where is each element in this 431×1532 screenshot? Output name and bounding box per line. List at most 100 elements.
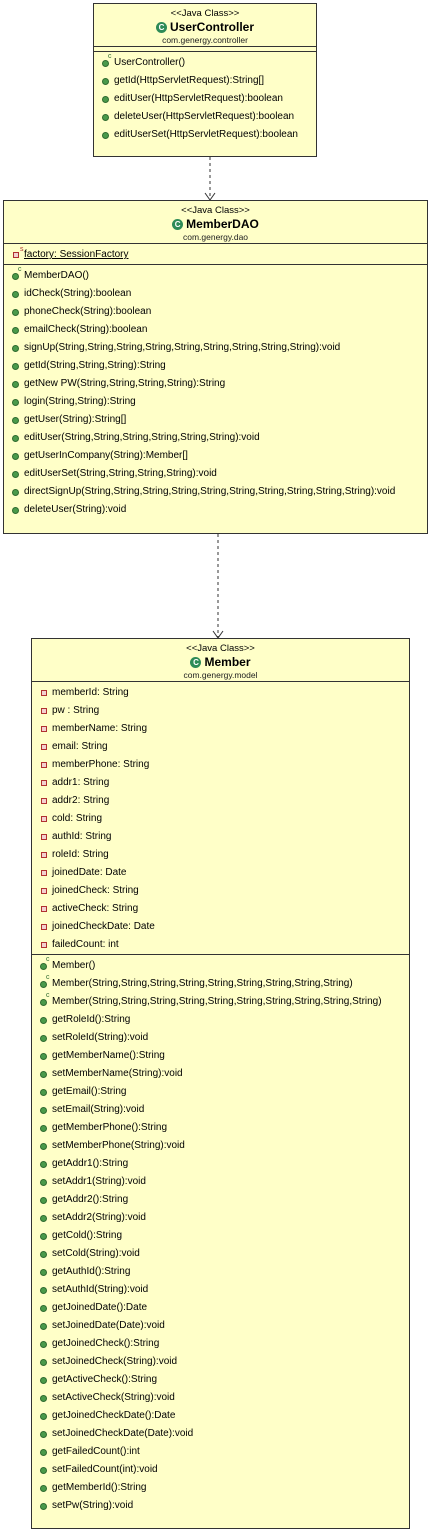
class-icon: C [172,218,184,230]
field-row[interactable]: memberPhone: String [32,756,409,774]
method-row[interactable]: getMemberPhone():String [32,1119,409,1137]
method-row[interactable]: deleteUser(String):void [4,501,427,519]
field-row[interactable]: joinedCheck: String [32,882,409,900]
public-method-icon [12,417,19,424]
method-text: getJoinedCheckDate():Date [52,1410,176,1421]
method-row[interactable]: directSignUp(String,String,String,String… [4,483,427,501]
method-row[interactable]: getId(HttpServletRequest):String[] [94,72,316,90]
field-row[interactable]: joinedCheckDate: Date [32,918,409,936]
method-row[interactable]: getAddr1():String [32,1155,409,1173]
public-method-icon [12,363,19,370]
method-row[interactable]: signUp(String,String,String,String,Strin… [4,339,427,357]
field-row[interactable]: cold: String [32,810,409,828]
method-row[interactable]: getCold():String [32,1227,409,1245]
method-row[interactable]: MemberDAO() [4,266,427,285]
field-row[interactable]: factory: SessionFactory [4,246,427,264]
field-row[interactable]: failedCount: int [32,936,409,954]
private-field-icon [41,870,47,876]
method-row[interactable]: getMemberId():String [32,1479,409,1497]
method-text: getActiveCheck():String [52,1374,158,1385]
method-row[interactable]: getMemberName():String [32,1047,409,1065]
method-row[interactable]: setMemberPhone(String):void [32,1137,409,1155]
method-text: getMemberId():String [52,1482,147,1493]
method-row[interactable]: editUserSet(HttpServletRequest):boolean [94,126,316,144]
field-row[interactable]: joinedDate: Date [32,864,409,882]
class-name-text: MemberDAO [186,217,259,231]
method-text: setAddr1(String):void [52,1176,146,1187]
method-row[interactable]: setAddr1(String):void [32,1173,409,1191]
class-memberdao[interactable]: <<Java Class>>CMemberDAOcom.genergy.daof… [3,200,428,534]
method-row[interactable]: getJoinedDate():Date [32,1299,409,1317]
method-row[interactable]: editUser(String,String,String,String,Str… [4,429,427,447]
method-row[interactable]: getRoleId():String [32,1011,409,1029]
method-row[interactable]: Member(String,String,String,String,Strin… [32,974,409,993]
method-text: getCold():String [52,1230,123,1241]
method-row[interactable]: getFailedCount():int [32,1443,409,1461]
method-row[interactable]: phoneCheck(String):boolean [4,303,427,321]
method-row[interactable]: setCold(String):void [32,1245,409,1263]
method-row[interactable]: emailCheck(String):boolean [4,321,427,339]
field-row[interactable]: memberId: String [32,684,409,702]
method-row[interactable]: editUserSet(String,String,String,String)… [4,465,427,483]
method-row[interactable]: setActiveCheck(String):void [32,1389,409,1407]
method-row[interactable]: setEmail(String):void [32,1101,409,1119]
public-method-icon [40,1215,47,1222]
method-row[interactable]: getNew PW(String,String,String,String):S… [4,375,427,393]
method-row[interactable]: setAuthId(String):void [32,1281,409,1299]
method-row[interactable]: setAddr2(String):void [32,1209,409,1227]
method-row[interactable]: getJoinedCheckDate():Date [32,1407,409,1425]
method-row[interactable]: getId(String,String,String):String [4,357,427,375]
method-row[interactable]: Member(String,String,String,String,Strin… [32,992,409,1011]
method-row[interactable]: getEmail():String [32,1083,409,1101]
field-row[interactable]: roleId: String [32,846,409,864]
method-text: deleteUser(HttpServletRequest):boolean [114,111,295,122]
field-text: factory: SessionFactory [24,249,129,260]
field-row[interactable]: addr1: String [32,774,409,792]
method-text: signUp(String,String,String,String,Strin… [24,342,341,353]
method-row[interactable]: setJoinedCheckDate(Date):void [32,1425,409,1443]
method-row[interactable]: getJoinedCheck():String [32,1335,409,1353]
public-method-icon [40,1089,47,1096]
method-row[interactable]: setPw(String):void [32,1497,409,1515]
method-row[interactable]: setRoleId(String):void [32,1029,409,1047]
method-row[interactable]: setFailedCount(int):void [32,1461,409,1479]
field-row[interactable]: activeCheck: String [32,900,409,918]
method-row[interactable]: idCheck(String):boolean [4,285,427,303]
method-text: idCheck(String):boolean [24,288,132,299]
method-text: editUser(String,String,String,String,Str… [24,432,260,443]
method-row[interactable]: setMemberName(String):void [32,1065,409,1083]
method-row[interactable]: deleteUser(HttpServletRequest):boolean [94,108,316,126]
public-method-icon [40,1413,47,1420]
method-row[interactable]: getAuthId():String [32,1263,409,1281]
public-method-icon [40,1305,47,1312]
method-row[interactable]: getActiveCheck():String [32,1371,409,1389]
public-method-icon [12,309,19,316]
method-row[interactable]: Member() [32,956,409,975]
method-row[interactable]: getUser(String):String[] [4,411,427,429]
field-row[interactable]: memberName: String [32,720,409,738]
method-text: getMemberName():String [52,1050,165,1061]
field-row[interactable]: authId: String [32,828,409,846]
public-method-icon [12,507,19,514]
methods-compartment: Member()Member(String,String,String,Stri… [32,954,409,1515]
method-row[interactable]: setJoinedCheck(String):void [32,1353,409,1371]
field-row[interactable]: pw : String [32,702,409,720]
public-method-icon [40,1323,47,1330]
method-row[interactable]: UserController() [94,53,316,72]
field-row[interactable]: addr2: String [32,792,409,810]
public-method-icon [40,1161,47,1168]
package-label: com.genergy.model [183,670,258,680]
method-row[interactable]: getUserInCompany(String):Member[] [4,447,427,465]
field-text: authId: String [52,831,112,842]
method-row[interactable]: editUser(HttpServletRequest):boolean [94,90,316,108]
private-field-icon [41,744,47,750]
method-row[interactable]: getAddr2():String [32,1191,409,1209]
method-row[interactable]: login(String,String):String [4,393,427,411]
method-row[interactable]: setJoinedDate(Date):void [32,1317,409,1335]
field-row[interactable]: email: String [32,738,409,756]
public-method-icon [40,1449,47,1456]
public-method-icon [12,327,19,334]
